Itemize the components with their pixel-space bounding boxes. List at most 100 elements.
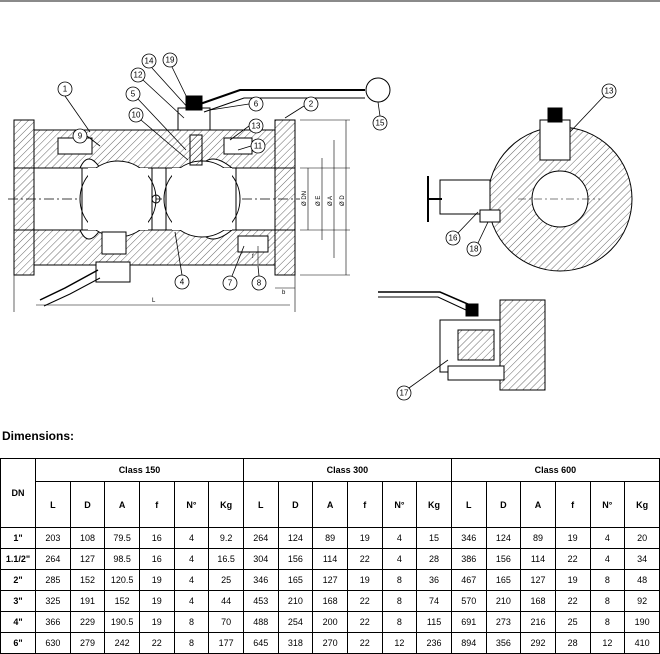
dimensions-heading: Dimensions: — [2, 429, 75, 443]
dim-label-a: Ø A — [328, 196, 334, 206]
table-cell: 203 — [35, 527, 71, 549]
dn-cell: 6" — [0, 632, 36, 654]
callout-5: 5 — [131, 90, 136, 99]
column-header: f — [554, 481, 591, 528]
table-cell: 114 — [520, 548, 556, 570]
table-cell: 4 — [589, 527, 626, 549]
callout-7: 7 — [228, 279, 233, 288]
column-header: f — [346, 481, 383, 528]
table-cell: 22 — [346, 548, 383, 570]
table-cell: 12 — [381, 632, 418, 654]
table-cell: 19 — [138, 590, 175, 612]
column-header: L — [450, 481, 487, 528]
table-cell: 120.5 — [104, 569, 140, 591]
table-cell: 9.2 — [208, 527, 244, 549]
table-cell: 216 — [520, 611, 556, 633]
column-header: N° — [589, 481, 626, 528]
dn-header: DN — [0, 458, 36, 528]
detail-seat-view — [378, 291, 546, 391]
table-cell: 4 — [589, 548, 626, 570]
table-cell: 28 — [554, 632, 591, 654]
table-cell: 16 — [138, 527, 175, 549]
callout-15: 15 — [376, 119, 385, 128]
table-cell: 98.5 — [104, 548, 140, 570]
table-cell: 19 — [346, 527, 383, 549]
callout-4: 4 — [180, 278, 185, 287]
callout-2: 2 — [309, 100, 314, 109]
table-cell: 8 — [381, 569, 418, 591]
table-cell: 285 — [35, 569, 71, 591]
column-header: A — [520, 481, 556, 528]
table-cell: 20 — [624, 527, 660, 549]
table-cell: 191 — [69, 590, 106, 612]
table-cell: 4 — [173, 548, 210, 570]
table-cell: 630 — [35, 632, 71, 654]
table-cell: 89 — [312, 527, 348, 549]
table-cell: 19 — [138, 611, 175, 633]
table-cell: 127 — [69, 548, 106, 570]
callout-9: 9 — [78, 132, 83, 141]
table-cell: 453 — [242, 590, 279, 612]
table-cell: 236 — [416, 632, 452, 654]
callout-10: 10 — [132, 111, 141, 120]
table-cell: 168 — [520, 590, 556, 612]
table-cell: 292 — [520, 632, 556, 654]
table-cell: 108 — [69, 527, 106, 549]
table-cell: 8 — [173, 611, 210, 633]
column-header: D — [277, 481, 314, 528]
table-cell: 190.5 — [104, 611, 140, 633]
table-cell: 25 — [554, 611, 591, 633]
valve-technical-drawing: L b f Ø DN Ø E Ø A Ø D — [8, 52, 633, 401]
table-cell: 22 — [554, 590, 591, 612]
table-cell: 318 — [277, 632, 314, 654]
dim-label-d: Ø D — [340, 195, 346, 206]
main-section-view — [8, 77, 391, 312]
table-cell: 34 — [624, 548, 660, 570]
callout-14: 14 — [145, 57, 154, 66]
table-cell: 894 — [450, 632, 487, 654]
column-header: L — [35, 481, 71, 528]
table-cell: 254 — [277, 611, 314, 633]
dn-cell: 2" — [0, 569, 36, 591]
table-cell: 28 — [416, 548, 452, 570]
table-cell: 15 — [416, 527, 452, 549]
table-cell: 124 — [277, 527, 314, 549]
top-rule — [0, 0, 660, 2]
column-header: D — [69, 481, 106, 528]
table-cell: 279 — [69, 632, 106, 654]
table-cell: 156 — [277, 548, 314, 570]
table-cell: 22 — [138, 632, 175, 654]
left-flange — [13, 119, 35, 276]
table-cell: 346 — [450, 527, 487, 549]
class-header-row: DN Class 150 Class 300 Class 600 — [0, 458, 660, 528]
dim-label-e: Ø E — [316, 196, 322, 206]
table-cell: 127 — [520, 569, 556, 591]
column-header: Kg — [416, 481, 452, 528]
callout-11: 11 — [254, 142, 263, 151]
table-cell: 273 — [485, 611, 522, 633]
column-header: N° — [381, 481, 418, 528]
callout-12: 12 — [134, 71, 143, 80]
table-cell: 645 — [242, 632, 279, 654]
table-cell: 19 — [554, 527, 591, 549]
table-cell: 210 — [277, 590, 314, 612]
table-cell: 4 — [381, 548, 418, 570]
class-300-header: Class 300 — [242, 458, 452, 482]
table-cell: 92 — [624, 590, 660, 612]
table-cell: 124 — [485, 527, 522, 549]
table-cell: 210 — [485, 590, 522, 612]
class-150-header: Class 150 — [35, 458, 244, 482]
callout-16: 16 — [449, 234, 458, 243]
table-cell: 386 — [450, 548, 487, 570]
table-cell: 467 — [450, 569, 487, 591]
table-cell: 114 — [312, 548, 348, 570]
table-cell: 16 — [138, 548, 175, 570]
dim-label-b: b — [282, 290, 286, 296]
table-cell: 48 — [624, 569, 660, 591]
table-cell: 8 — [381, 611, 418, 633]
table-cell: 127 — [312, 569, 348, 591]
